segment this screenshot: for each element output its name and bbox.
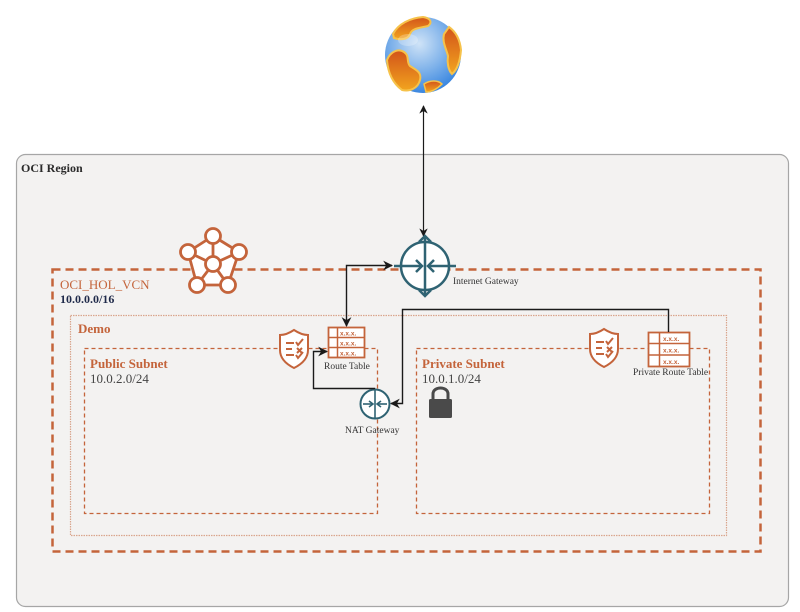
public-subnet-box — [83, 347, 379, 515]
vcn-cidr: 10.0.0.0/16 — [60, 292, 114, 306]
private-route-table-row: x.x.x. — [663, 359, 679, 366]
private-subnet-box — [415, 347, 711, 515]
private-subnet-cidr: 10.0.1.0/24 — [422, 371, 481, 386]
route-table-icon[interactable]: x.x.x. x.x.x. x.x.x. — [327, 326, 366, 359]
lock-icon — [429, 386, 452, 418]
nat-gateway-icon[interactable] — [359, 388, 391, 420]
public-subnet-label: Public Subnet — [90, 356, 168, 371]
compartment-label: Demo — [78, 321, 111, 336]
security-list-shield-icon[interactable] — [279, 328, 309, 370]
globe-icon — [385, 15, 463, 93]
private-route-table-icon[interactable]: x.x.x. x.x.x. x.x.x. — [647, 331, 691, 368]
internet-gateway-icon[interactable] — [394, 234, 456, 298]
route-table-row: x.x.x. — [340, 331, 356, 338]
route-table-label: Route Table — [324, 362, 370, 372]
igw-route-table-connector — [341, 260, 393, 327]
private-route-table-row: x.x.x. — [663, 336, 679, 343]
internet-gateway-label: Internet Gateway — [453, 277, 519, 287]
nat-route-table-connector — [312, 346, 376, 390]
route-table-row: x.x.x. — [340, 351, 356, 358]
private-route-table-row: x.x.x. — [663, 348, 679, 355]
private-route-table-label: Private Route Table — [633, 368, 708, 378]
public-subnet-cidr: 10.0.2.0/24 — [90, 371, 149, 386]
vcn-name: OCI_HOL_VCN — [60, 277, 150, 292]
private-route-nat-connector — [390, 308, 670, 409]
nat-gateway-label: NAT Gateway — [345, 426, 400, 436]
oci-region-label: OCI Region — [21, 161, 83, 175]
private-security-list-shield-icon[interactable] — [589, 327, 619, 369]
private-subnet-label: Private Subnet — [422, 356, 505, 371]
vcn-network-icon — [179, 227, 248, 294]
route-table-row: x.x.x. — [340, 341, 356, 348]
compartment-box — [69, 314, 728, 537]
